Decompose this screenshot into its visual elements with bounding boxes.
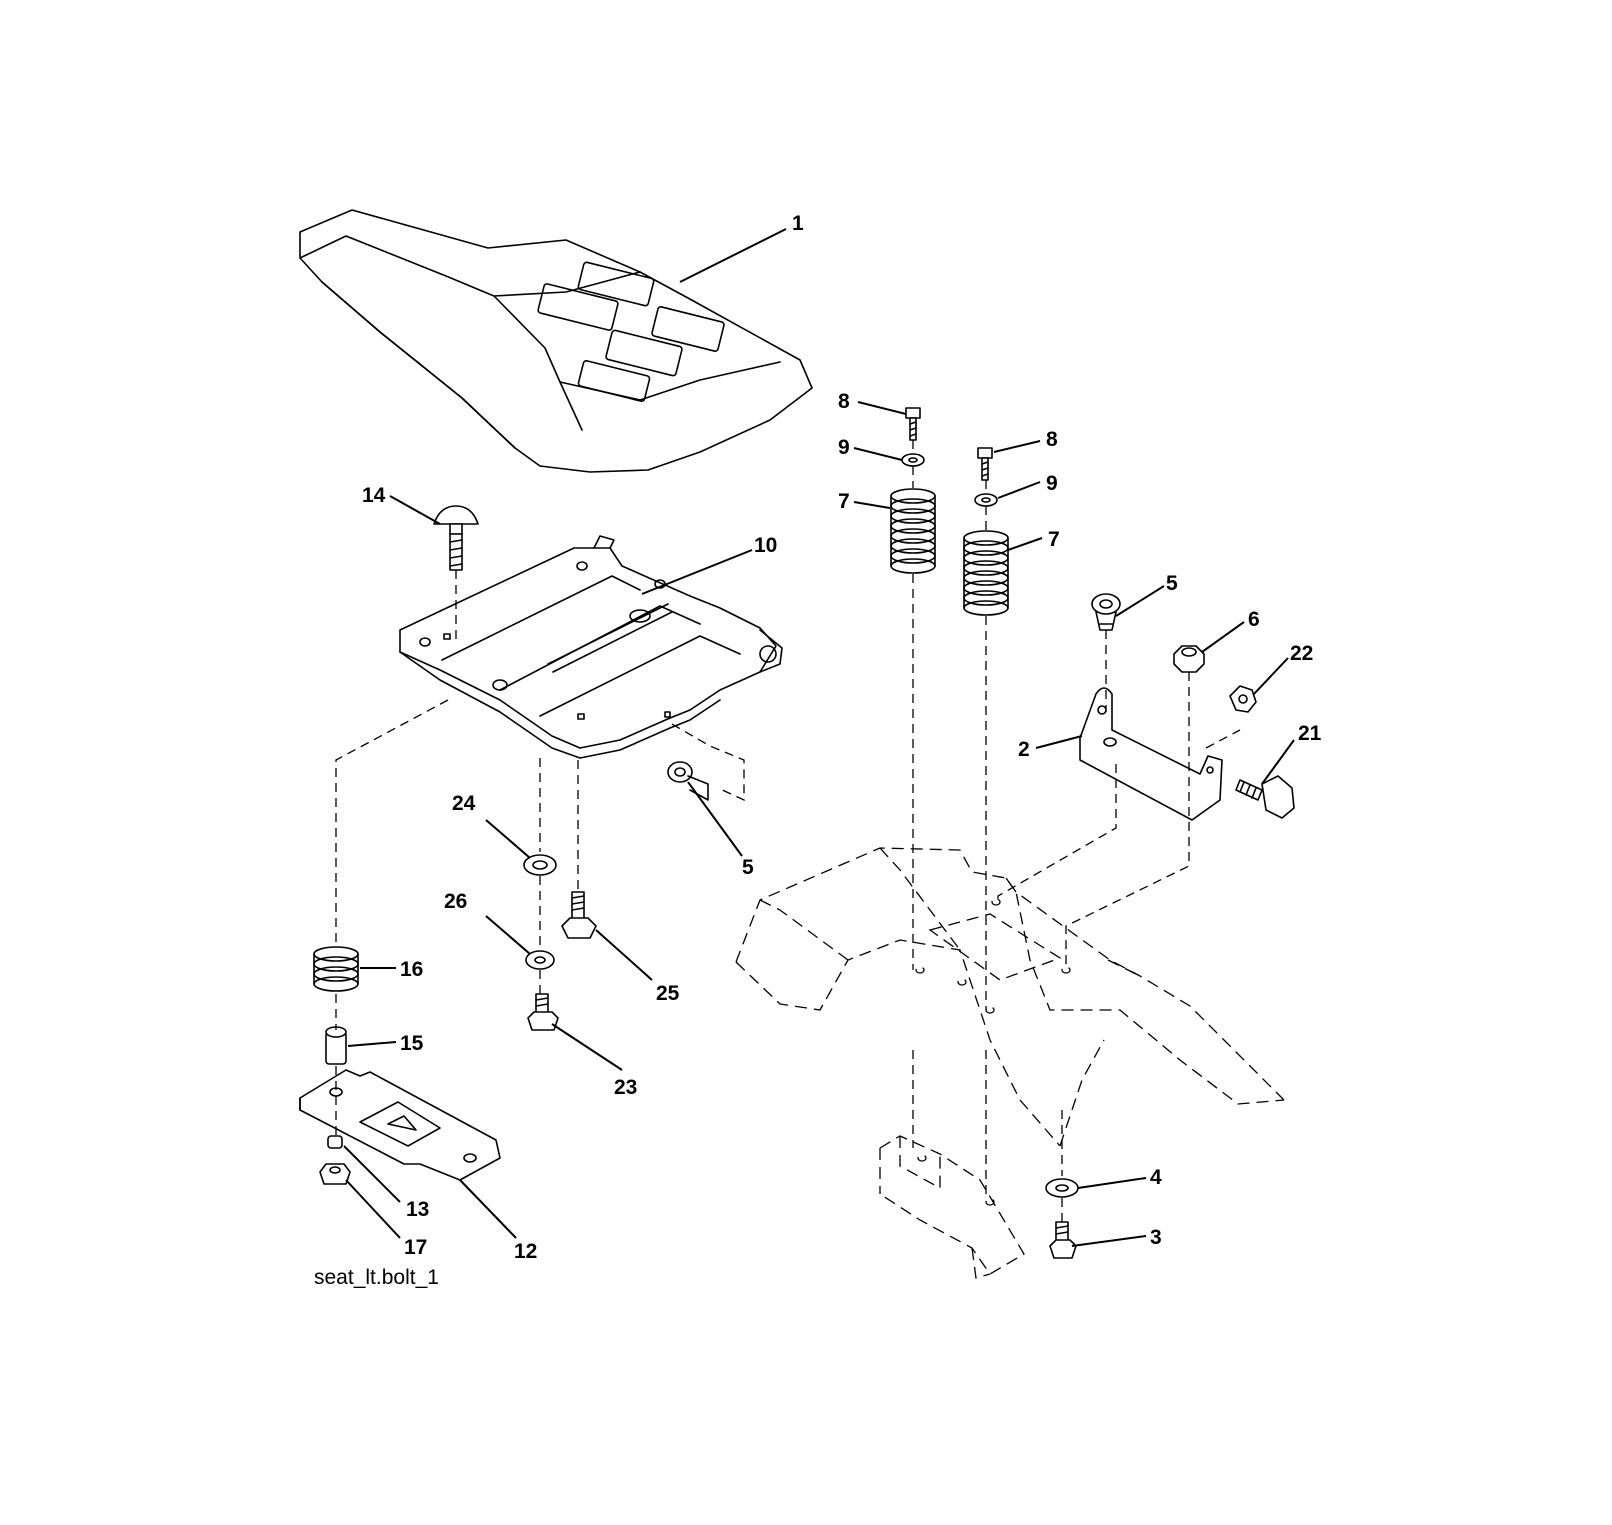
callout-5-upper: 5 <box>1166 572 1178 595</box>
carriage-bolt-part <box>433 505 479 571</box>
bolt-stack-right <box>963 447 1009 616</box>
callout-2: 2 <box>1018 738 1030 761</box>
assembly-lines <box>335 440 1241 1222</box>
seat-part <box>299 209 813 473</box>
bracket-part <box>1079 687 1223 821</box>
clip-part-lower <box>667 761 709 801</box>
callout-10: 10 <box>754 534 777 557</box>
callout-9-left: 9 <box>838 436 850 459</box>
bolt-stack-left <box>890 407 936 574</box>
bolt-3 <box>1049 1221 1077 1259</box>
callout-23: 23 <box>614 1076 637 1099</box>
callout-21: 21 <box>1298 722 1322 745</box>
callout-26: 26 <box>444 890 467 913</box>
callout-7-right: 7 <box>1048 528 1060 551</box>
bolt-25 <box>561 891 597 939</box>
callout-6: 6 <box>1248 608 1260 631</box>
washer-24 <box>523 854 557 876</box>
callout-labels: 1 14 10 8 9 7 8 9 7 5 6 22 21 2 24 5 26 … <box>362 212 1322 1263</box>
hex-nut-part <box>1173 645 1205 673</box>
lock-nut-part <box>1229 685 1257 713</box>
seat-pan-part <box>399 535 783 759</box>
spring-16 <box>313 946 359 992</box>
callout-14: 14 <box>362 484 386 507</box>
bolt-23 <box>527 993 559 1031</box>
callout-25: 25 <box>656 982 680 1005</box>
clip-part-upper <box>1091 593 1121 631</box>
shoulder-bolt-part <box>1235 775 1295 819</box>
callout-5-lower: 5 <box>742 856 754 879</box>
callout-1: 1 <box>792 212 804 235</box>
callout-4: 4 <box>1150 1166 1162 1189</box>
callout-9-right: 9 <box>1046 472 1058 495</box>
callout-22: 22 <box>1290 642 1313 665</box>
nut-13 <box>327 1135 343 1149</box>
lock-washer-26 <box>525 950 555 970</box>
callout-13: 13 <box>406 1198 429 1221</box>
spring-left <box>890 488 936 574</box>
lower-mount-phantom <box>879 1135 1025 1279</box>
washer-4 <box>1045 1178 1079 1198</box>
callout-12: 12 <box>514 1240 537 1263</box>
callout-7-left: 7 <box>838 490 850 513</box>
spring-right <box>963 530 1009 616</box>
flange-nut-17 <box>319 1163 351 1185</box>
callout-17: 17 <box>404 1236 427 1259</box>
callout-15: 15 <box>400 1032 424 1055</box>
callout-8-left: 8 <box>838 390 850 413</box>
diagram-caption: seat_lt.bolt_1 <box>314 1266 439 1289</box>
fender-phantom <box>735 847 1285 1147</box>
callout-8-right: 8 <box>1046 428 1058 451</box>
callout-24: 24 <box>452 792 476 815</box>
leader-lines <box>343 228 1295 1247</box>
callout-3: 3 <box>1150 1226 1162 1249</box>
spacer-15 <box>325 1026 347 1065</box>
callout-16: 16 <box>400 958 423 981</box>
plate-12 <box>299 1069 501 1181</box>
